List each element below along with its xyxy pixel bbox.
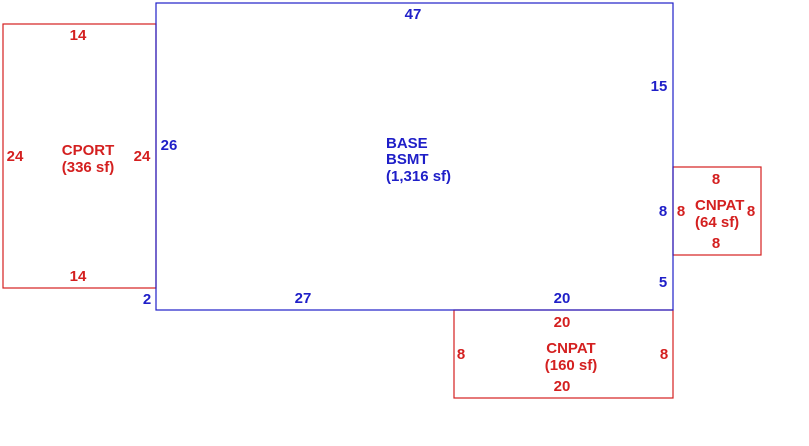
cnpat-right-dim-left: 8 <box>677 203 685 220</box>
cnpat-right-name: CNPAT <box>695 197 744 214</box>
cnpat-right-dim-top: 8 <box>712 171 720 188</box>
base-dim-bottom-right: 20 <box>554 290 571 307</box>
cnpat-right-dim-right: 8 <box>747 203 755 220</box>
base-dim-right-mid: 8 <box>659 203 667 220</box>
base-outline <box>155 2 674 311</box>
cnpat-right-area: (64 sf) <box>695 214 739 231</box>
cnpat-bottom-name: CNPAT <box>546 340 595 357</box>
cnpat-bottom-dim-top: 20 <box>554 314 571 331</box>
cnpat-bottom-dim-right: 8 <box>660 346 668 363</box>
cnpat-bottom-dim-bottom: 20 <box>554 378 571 395</box>
base-dim-left-short: 2 <box>143 291 151 308</box>
cport-dim-bottom: 14 <box>70 268 87 285</box>
base-dim-left-long: 26 <box>161 137 178 154</box>
cport-dim-left: 24 <box>7 148 24 165</box>
base-dim-right-lower: 5 <box>659 274 667 291</box>
cport-area: (336 sf) <box>62 159 115 176</box>
cport-name: CPORT <box>62 142 115 159</box>
cnpat-bottom-area: (160 sf) <box>545 357 598 374</box>
cport-dim-right: 24 <box>134 148 151 165</box>
base-dim-top: 47 <box>405 6 422 23</box>
cnpat-right-dim-bottom: 8 <box>712 235 720 252</box>
cport-dim-top: 14 <box>70 27 87 44</box>
base-name-line1: BASE <box>386 135 428 152</box>
cnpat-bottom-dim-left: 8 <box>457 346 465 363</box>
base-dim-bottom-left: 27 <box>295 290 312 307</box>
base-dim-right-upper: 15 <box>651 78 668 95</box>
base-area: (1,316 sf) <box>386 168 451 185</box>
base-name-line2: BSMT <box>386 151 429 168</box>
